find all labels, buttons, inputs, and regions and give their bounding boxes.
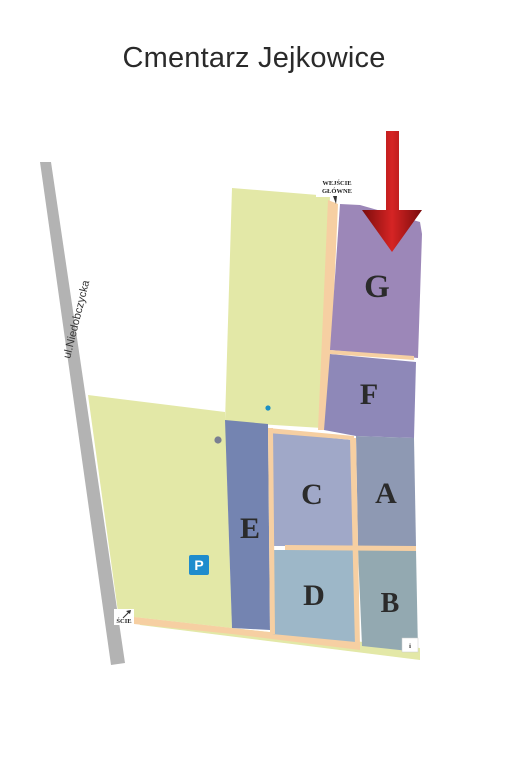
section-label-a: A	[375, 477, 397, 510]
parking-letter: P	[194, 557, 203, 573]
walkway-horizontal	[285, 545, 416, 551]
section-d	[272, 550, 356, 642]
section-e	[225, 420, 270, 630]
entrance-side-label: ŚCIE	[116, 617, 131, 625]
green-area-north	[225, 188, 330, 428]
section-a	[356, 436, 416, 546]
walkway-ca	[350, 438, 360, 646]
entrance-side-arrowhead-icon	[126, 610, 131, 614]
red-arrow-icon	[362, 131, 422, 252]
parking-icon	[189, 555, 209, 575]
section-label-d: D	[303, 579, 325, 612]
section-label-e: E	[240, 512, 260, 545]
section-g	[330, 204, 422, 358]
small-sign-icon	[401, 637, 419, 653]
main-path	[318, 200, 338, 430]
entrance-main-line2: GŁÓWNE	[322, 187, 352, 195]
walkway-gf	[330, 350, 414, 360]
street-road	[40, 162, 125, 665]
section-label-c: C	[301, 478, 323, 511]
entrance-main-line1: WEJŚCIE	[322, 179, 351, 187]
section-label-g: G	[364, 269, 390, 305]
section-c	[272, 432, 354, 546]
section-f	[324, 354, 416, 438]
south-path	[118, 612, 360, 650]
marker-dot-grey	[214, 436, 222, 444]
marker-dot-blue	[265, 405, 271, 411]
section-label-f: F	[360, 378, 378, 411]
page-title: Cmentarz Jejkowice	[122, 42, 386, 74]
section-label-b: B	[381, 588, 400, 619]
walkway-ce-top	[268, 428, 354, 440]
small-sign-label: i	[409, 643, 411, 650]
entrance-main-bg	[316, 177, 356, 197]
walkway-ce-left	[268, 428, 275, 634]
entrance-main-arrow-icon	[333, 196, 337, 204]
section-b	[358, 550, 418, 652]
